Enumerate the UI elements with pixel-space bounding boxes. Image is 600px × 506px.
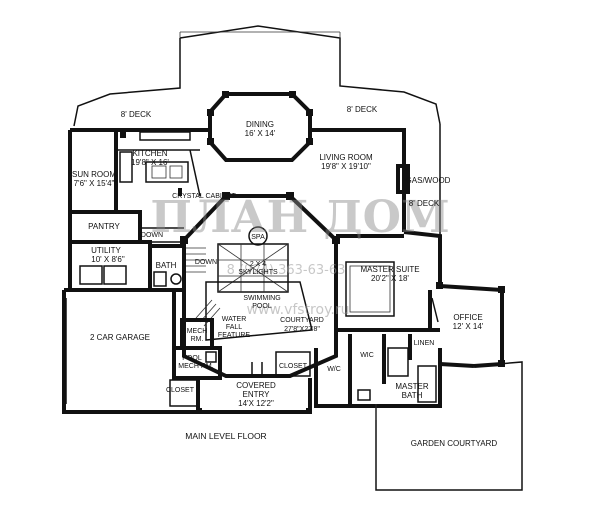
label-garden: GARDEN COURTYARD — [411, 439, 498, 448]
master-wing — [314, 234, 505, 408]
label-garage: 2 CAR GARAGE — [90, 333, 150, 342]
label-spa: SPA — [251, 234, 265, 241]
label-master-suite-name: MASTER SUITE — [360, 265, 419, 274]
label-pool-mech-1: POOL — [182, 355, 202, 362]
label-deck-side: 8' DECK — [409, 199, 440, 208]
label-pool-1: SWIMMING — [243, 295, 280, 302]
label-crystal-cabinet: CRYSTAL CABINET — [172, 193, 236, 200]
label-dining-name: DINING — [246, 120, 274, 129]
label-master-bath-1: MASTER — [395, 382, 429, 391]
label-sunroom-name: SUN ROOM — [72, 170, 116, 179]
label-living-name: LIVING ROOM — [319, 153, 373, 162]
covered-entry — [196, 351, 312, 414]
label-water-3: FEATURE — [218, 332, 250, 339]
label-kitchen-name: KITCHEN — [132, 149, 167, 158]
upper-deck — [73, 25, 441, 236]
label-pantry: PANTRY — [88, 222, 120, 231]
label-down-1: DOWN — [141, 232, 163, 239]
label-courtyard-size: 27'8"X27'8" — [284, 326, 320, 333]
watermark-phone: 8 (924) 363-63-63 — [227, 263, 346, 278]
label-office-size: 12' X 14' — [453, 322, 484, 331]
label-closet-1: CLOSET — [166, 387, 195, 394]
label-pool-mech-2: MECH RM. — [178, 363, 213, 370]
label-wic-1: WIC — [360, 352, 374, 359]
kitchen-area — [114, 130, 201, 212]
label-deck-right: 8' DECK — [347, 105, 378, 114]
watermark-url: www.vfstroy.ru — [247, 302, 350, 318]
label-deck-left: 8' DECK — [121, 110, 152, 119]
label-office-name: OFFICE — [453, 313, 482, 322]
label-down-2: DOWN — [195, 259, 217, 266]
plan-caption: MAIN LEVEL FLOOR — [185, 431, 266, 441]
label-gas-wood: GAS/WOOD — [406, 176, 451, 185]
garden-courtyard — [375, 361, 523, 491]
label-master-suite-size: 20'2" X 18' — [371, 274, 409, 283]
dining-bay — [207, 91, 313, 162]
label-master-bath-2: BATH — [402, 391, 423, 400]
label-utility-size: 10' X 8'6" — [91, 255, 125, 264]
watermark-logo: ПЛАН ДОМ — [150, 192, 449, 243]
label-skylights-1: 2 X 4 — [250, 261, 266, 268]
label-wic-2: W/C — [327, 366, 341, 373]
label-dining-size: 16' X 14' — [245, 129, 276, 138]
watermark: ПЛАН ДОМ 8 (924) 363-63-63 www.vfstroy.r… — [150, 192, 449, 318]
label-closet-2: CLOSET — [279, 363, 308, 370]
label-water-2: FALL — [226, 324, 242, 331]
room-labels: 8' DECK 8' DECK 8' DECK DINING 16' X 14'… — [72, 105, 497, 448]
label-bath: BATH — [156, 261, 177, 270]
label-kitchen-size: 19'8" X 16' — [131, 158, 169, 167]
label-mech-1: MECH — [187, 328, 208, 335]
label-utility-name: UTILITY — [91, 246, 121, 255]
label-living-size: 19'8" X 19'10" — [321, 162, 371, 171]
fireplace — [396, 164, 410, 194]
label-courtyard-name: COURTYARD — [280, 317, 324, 324]
label-linen: LINEN — [414, 340, 435, 347]
label-mech-2: RM. — [191, 336, 204, 343]
label-skylights-2: SKYLIGHTS — [238, 269, 278, 276]
label-water-1: WATER — [222, 316, 247, 323]
label-pool-2: POOL — [252, 303, 272, 310]
label-sunroom-size: 7'6" X 15'4" — [74, 179, 115, 188]
label-entry-name-2: ENTRY — [243, 390, 271, 399]
label-entry-name: COVERED — [236, 381, 276, 390]
label-entry-size: 14'X 12'2" — [238, 399, 274, 408]
